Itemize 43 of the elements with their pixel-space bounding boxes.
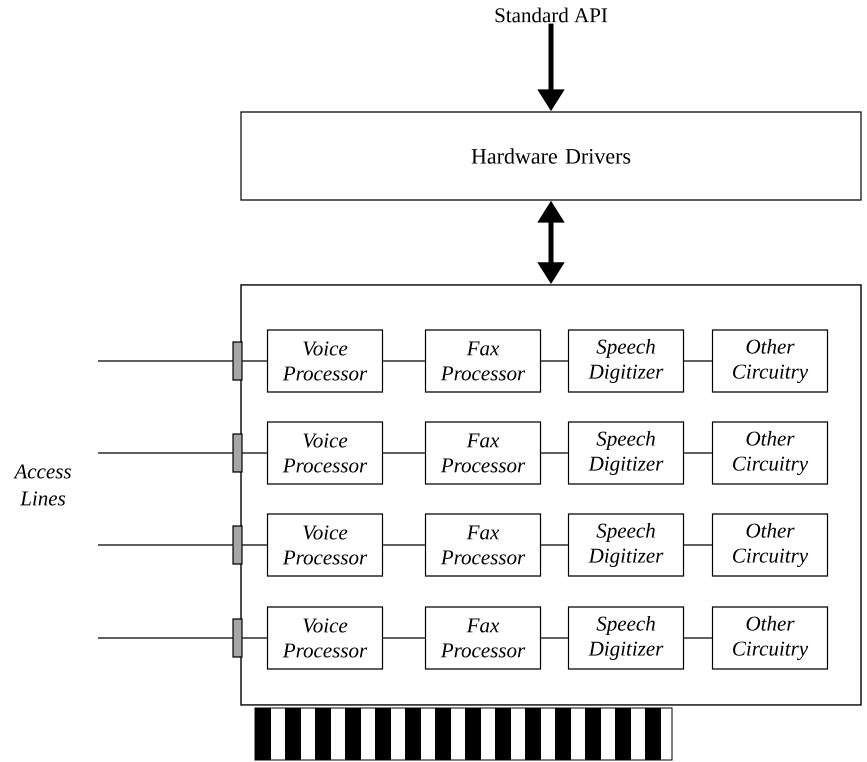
component-box: Voice Processor [266, 421, 384, 485]
component-box: Fax Processor [424, 513, 542, 577]
component-box: Voice Processor [266, 513, 384, 577]
connector-line [242, 360, 267, 362]
component-box: Voice Processor [266, 329, 384, 393]
component-box: Speech Digitizer [568, 606, 684, 670]
connector-line [541, 637, 568, 639]
component-box: Speech Digitizer [568, 513, 684, 577]
driver-box: Hardware Drivers [240, 111, 862, 201]
connector-line [684, 637, 712, 639]
connector-line [684, 360, 712, 362]
component-box: Other Circuitry [712, 513, 828, 577]
connector-line [242, 544, 267, 546]
title-text: Standard API [496, 8, 608, 22]
connector-line [684, 544, 712, 546]
connector-line [383, 360, 425, 362]
component-box: Speech Digitizer [568, 421, 684, 485]
connector-line [541, 452, 568, 454]
connector-line [541, 544, 568, 546]
connector-line [541, 360, 568, 362]
component-box: Fax Processor [424, 606, 542, 670]
component-box: Speech Digitizer [568, 329, 684, 393]
connector-line [242, 452, 267, 454]
side-label: Access Lines [13, 464, 71, 506]
connector-line [383, 452, 425, 454]
connector-line [98, 360, 232, 362]
component-box: Voice Processor [266, 606, 384, 670]
connector-line [383, 637, 425, 639]
component-box: Other Circuitry [712, 329, 828, 393]
connector-pin [232, 341, 243, 381]
component-box: Fax Processor [424, 421, 542, 485]
connector-line [98, 452, 232, 454]
connector-pin [232, 618, 243, 658]
connector-line [98, 637, 232, 639]
connector-line [242, 637, 267, 639]
component-box: Other Circuitry [712, 606, 828, 670]
connector-line [383, 544, 425, 546]
connector-pin [232, 433, 243, 473]
connector-pin [232, 525, 243, 565]
connector-line [98, 544, 232, 546]
connector-line [684, 452, 712, 454]
component-box: Other Circuitry [712, 421, 828, 485]
component-box: Fax Processor [424, 329, 542, 393]
